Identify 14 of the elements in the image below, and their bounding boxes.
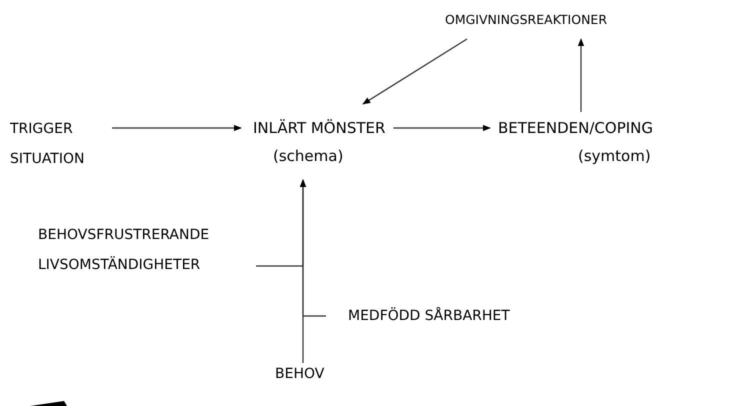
node-sublabel: (schema) xyxy=(272,146,344,167)
arrow xyxy=(112,124,242,132)
node-label: TRIGGER SITUATION xyxy=(10,120,86,169)
node-label: BEHOVSFRUSTRERANDE LIVSOMSTÄNDIGHETER xyxy=(38,226,210,275)
arrow xyxy=(393,124,491,132)
node-sublabel: (symtom) xyxy=(577,146,652,167)
node-label: OMGIVNINGSREAKTIONER xyxy=(445,11,608,29)
node-label: BEHOV xyxy=(275,365,324,384)
node-label: MEDFÖDD SÅRBARHET xyxy=(348,306,510,326)
node-label: BETEENDEN/COPING xyxy=(498,118,654,139)
arrow xyxy=(578,38,584,112)
arrow xyxy=(300,179,306,363)
arrow xyxy=(362,38,468,104)
node-label: INLÄRT MÖNSTER xyxy=(253,118,386,139)
